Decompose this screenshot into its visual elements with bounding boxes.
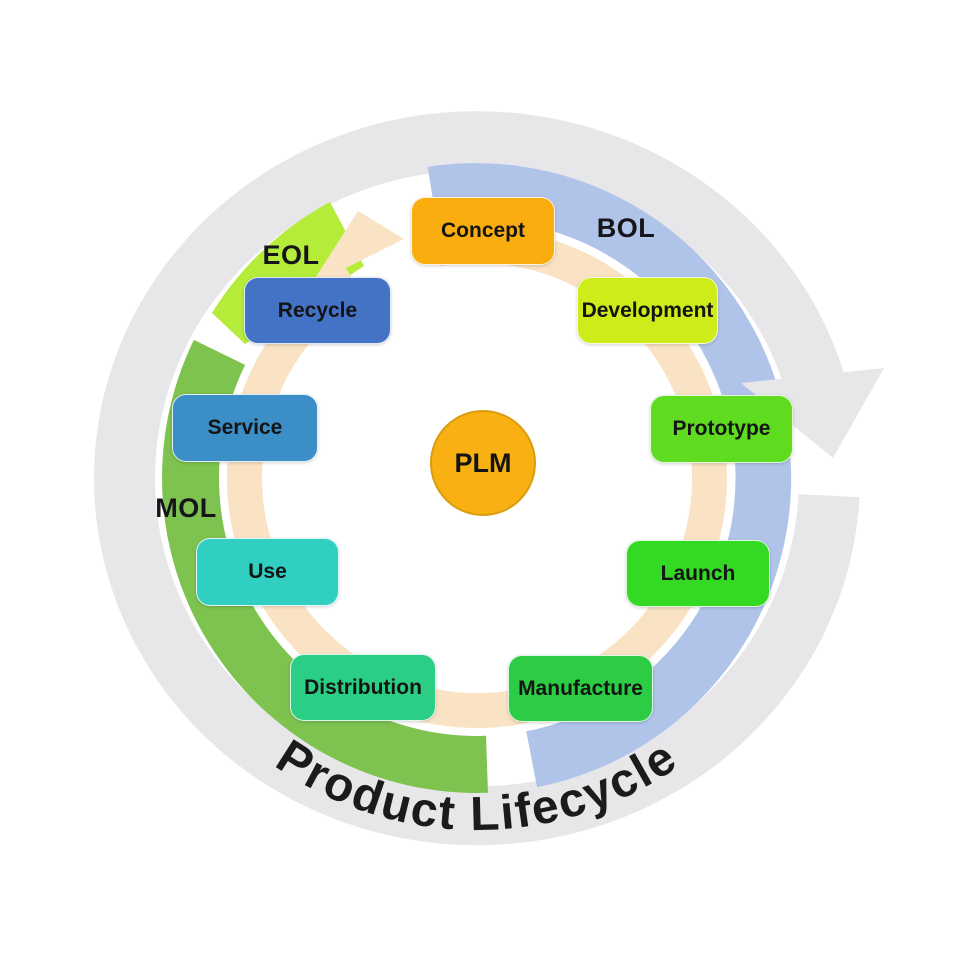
stage-service: Service [172, 394, 318, 462]
stage-recycle-label: Recycle [277, 298, 358, 322]
plm-circle: PLM [430, 410, 536, 516]
stage-service-label: Service [207, 416, 283, 439]
stage-prototype: Prototype [650, 395, 793, 463]
stage-use-label: Use [248, 560, 287, 583]
stage-manufacture: Manufacture [508, 655, 653, 722]
stage-use: Use [196, 538, 339, 606]
inner-cycle-arrowhead-icon [310, 211, 404, 286]
phase-label-mol: MOL [155, 493, 217, 523]
stage-recycle: Recycle [244, 277, 391, 344]
phase-label-bol: BOL [596, 213, 656, 243]
stage-concept: Concept [411, 197, 555, 265]
stage-distribution-label: Distribution [304, 675, 422, 699]
stage-launch: Launch [626, 540, 770, 607]
mol-arc [162, 339, 488, 793]
stage-distribution: Distribution [290, 654, 436, 721]
stage-manufacture-label: Manufacture [518, 676, 643, 700]
outer-ring-arrowhead-icon [741, 368, 884, 458]
stage-concept-label: Concept [441, 219, 525, 242]
stage-development-label: Development [581, 298, 714, 322]
phase-label-eol: EOL [262, 240, 320, 270]
stage-launch-label: Launch [660, 561, 736, 585]
stage-prototype-label: Prototype [672, 417, 771, 440]
plm-label: PLM [454, 447, 512, 478]
stage-development: Development [577, 277, 718, 344]
